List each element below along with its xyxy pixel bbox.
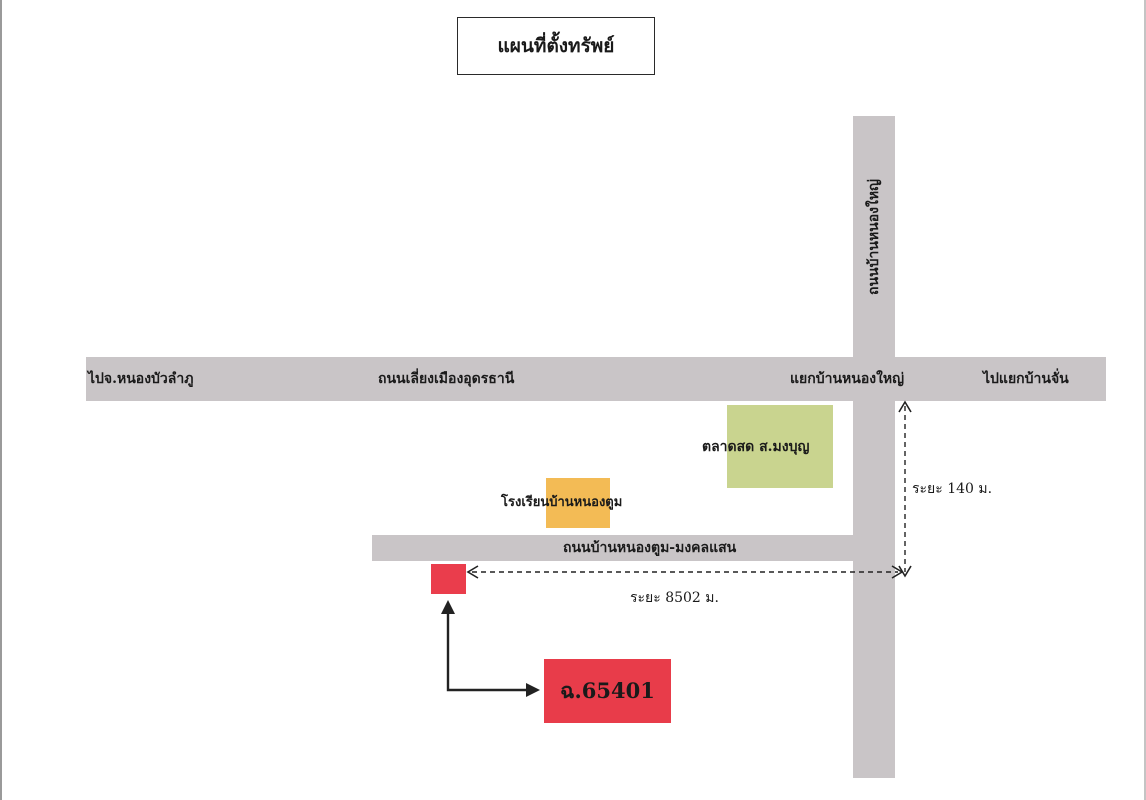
property-location-marker (431, 564, 466, 594)
direction-west-label: ไปจ.หนองบัวลำภู (88, 371, 194, 387)
junction-label: แยกบ้านหนองใหญ่ (790, 371, 905, 387)
school-label: โรงเรียนบ้านหนองตูม (501, 495, 623, 510)
distance-from-junction-label: ระยะ 140 ม. (912, 481, 993, 497)
school-landmark (546, 478, 610, 528)
page-border-right (1144, 0, 1146, 800)
parcel-leader-arrow (441, 600, 540, 697)
main-road-label: ถนนเลี่ยงเมืองอุดรธานี (378, 371, 515, 387)
map-title: แผนที่ตั้งทรัพย์ (457, 17, 655, 75)
main-road (86, 357, 1106, 401)
direction-east-label: ไปแยกบ้านจั่น (983, 371, 1069, 387)
page-border-left (0, 0, 2, 800)
distance-along-sub-road-arrow (466, 565, 904, 579)
distance-along-sub-road-label: ระยะ 8502 ม. (630, 590, 719, 606)
vertical-road-label: ถนนบ้านหนองใหญ่ (866, 179, 882, 295)
parcel-id-box: ฉ.65401 (544, 659, 671, 723)
market-landmark (727, 405, 833, 488)
sub-road-label: ถนนบ้านหนองตูม-มงคลแสน (563, 540, 737, 556)
sub-road (372, 535, 853, 561)
vertical-road (853, 116, 895, 778)
market-label: ตลาดสด ส.มงบุญ (702, 439, 810, 455)
distance-from-junction-arrow (898, 400, 912, 578)
